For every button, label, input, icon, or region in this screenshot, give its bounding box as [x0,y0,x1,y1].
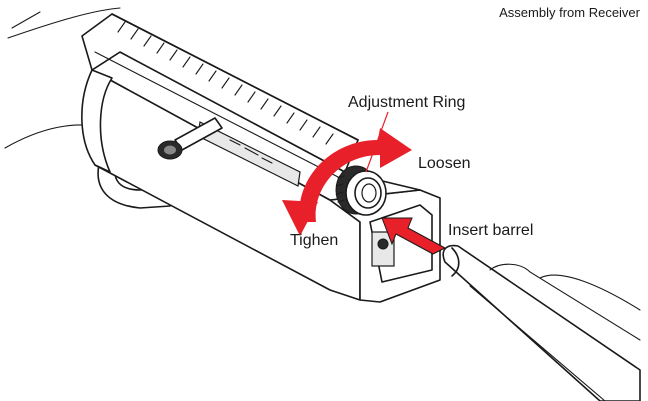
charging-handle [157,117,223,160]
rotation-arrow [282,128,412,236]
diagram-caption: Assembly from Receiver [499,5,641,20]
tighten-label: Tighen [290,232,338,249]
adjustment-ring-leader [365,111,389,173]
barrel [442,244,641,401]
loosen-label: Loosen [418,155,471,172]
adjustment-ring-label: Adjustment Ring [348,94,465,111]
adjustment-ring [335,165,387,216]
insert-barrel-label: Insert barrel [448,222,533,239]
insert-arrow [381,217,447,255]
